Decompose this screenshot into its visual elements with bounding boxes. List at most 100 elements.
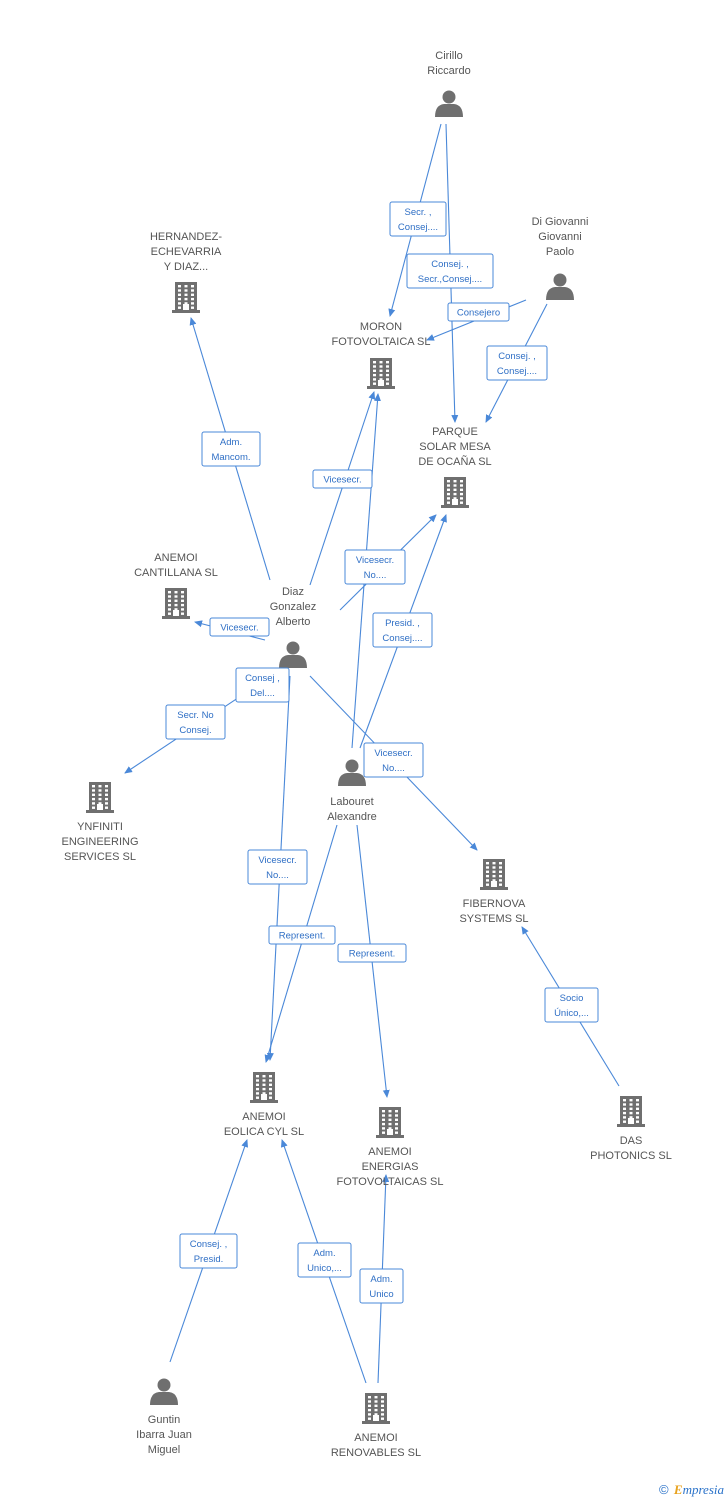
- edge-label-e14[interactable]: Represent.: [268, 925, 336, 945]
- edge-label-box: [235, 667, 290, 703]
- edge-label-box: [389, 201, 447, 237]
- edge-label-text: Presid.: [194, 1254, 224, 1265]
- edge-label-box: [344, 549, 406, 585]
- edge-label-box: [406, 253, 494, 289]
- edge-label-text: Secr. ,: [405, 207, 432, 218]
- node-label: FOTOVOLTAICAS SL: [337, 1176, 444, 1188]
- edge-label-e4[interactable]: Consej. ,Consej....: [486, 345, 548, 381]
- node-moron[interactable]: MORON FOTOVOLTAICA SL: [331, 321, 431, 389]
- edge-label-e16[interactable]: SocioÚnico,...: [544, 987, 599, 1023]
- person-icon: [338, 759, 366, 786]
- edge-label-text: Del....: [250, 688, 275, 699]
- node-label: Alberto: [276, 616, 311, 628]
- edge-label-box: [201, 431, 261, 467]
- node-label: CANTILLANA SL: [134, 567, 218, 579]
- copyright-symbol: ©: [658, 1482, 669, 1497]
- node-label: Miguel: [148, 1444, 180, 1456]
- edge-label-text: Adm.: [313, 1248, 335, 1259]
- edge-label-e15[interactable]: Represent.: [337, 943, 407, 963]
- edge-label-e19[interactable]: Adm.Unico: [359, 1268, 404, 1304]
- person-icon: [150, 1378, 178, 1405]
- edge-label-text: Unico,...: [307, 1263, 342, 1274]
- edge-label-e18[interactable]: Adm. Unico,...: [297, 1242, 352, 1278]
- edge-label-text: Consej....: [497, 366, 537, 377]
- edge-label-e2[interactable]: Consej. ,Secr.,Consej....: [406, 253, 494, 289]
- edge-label-e3[interactable]: Consejero: [447, 302, 510, 322]
- edge-label-e11[interactable]: Presid. ,Consej....: [372, 612, 433, 648]
- node-label: Cirillo: [435, 50, 463, 62]
- building-icon: [250, 1072, 278, 1103]
- edge-label-text: No....: [382, 763, 405, 774]
- footer-brand: © Empresia: [659, 1482, 724, 1498]
- node-label: ECHEVARRIA: [151, 246, 222, 258]
- edge-label-e6[interactable]: Vicesecr.: [312, 469, 373, 489]
- edge-label-text: Consej. ,: [190, 1239, 228, 1250]
- person-icon: [279, 641, 307, 668]
- edge-label-box: [337, 943, 407, 963]
- node-label: Di Giovanni: [532, 216, 589, 228]
- edge-label-box: [359, 1268, 404, 1304]
- node-label: Alexandre: [327, 811, 377, 823]
- edge-label-e12[interactable]: Vicesecr. No....: [363, 742, 424, 778]
- node-label: FOTOVOLTAICA SL: [331, 336, 430, 348]
- edge-label-text: Vicesecr.: [323, 475, 361, 486]
- edge-label-e17[interactable]: Consej. , Presid.: [179, 1233, 238, 1269]
- edge-label-box: [209, 617, 270, 637]
- person-icon: [546, 273, 574, 300]
- node-label: ENERGIAS: [362, 1161, 419, 1173]
- edge-label-text: No....: [266, 870, 289, 881]
- node-label: Paolo: [546, 246, 574, 258]
- building-icon: [362, 1393, 390, 1424]
- node-label: MORON: [360, 321, 402, 333]
- edge-label-box: [544, 987, 599, 1023]
- node-label: EOLICA CYL SL: [224, 1126, 304, 1138]
- edge-label-e13[interactable]: Vicesecr. No....: [247, 849, 308, 885]
- edge-label-text: Vicesecr.: [374, 748, 412, 759]
- node-label: DE OCAÑA SL: [418, 455, 491, 468]
- edge-label-box: [312, 469, 373, 489]
- node-label: Diaz: [282, 586, 304, 598]
- node-label: RENOVABLES SL: [331, 1447, 421, 1459]
- node-label: DAS: [620, 1135, 643, 1147]
- edge-label-box: [247, 849, 308, 885]
- edge-label-box: [268, 925, 336, 945]
- building-icon: [480, 859, 508, 890]
- edge-label-e5[interactable]: Adm.Mancom.: [201, 431, 261, 467]
- node-label: Giovanni: [538, 231, 581, 243]
- node-label: YNFINITI: [77, 821, 123, 833]
- edge-label-box: [363, 742, 424, 778]
- edge-label-e1[interactable]: Secr. ,Consej....: [389, 201, 447, 237]
- edge-label-box: [297, 1242, 352, 1278]
- node-das[interactable]: DAS PHOTONICS SL: [590, 1096, 672, 1162]
- edge-label-text: Secr. No: [177, 710, 213, 721]
- node-label: FIBERNOVA: [463, 898, 526, 910]
- edge-label-text: Vicesecr.: [258, 855, 296, 866]
- edge-label-e7[interactable]: Vicesecr.No....: [344, 549, 406, 585]
- person-icon: [435, 90, 463, 117]
- edge-label-text: Adm.: [370, 1274, 392, 1285]
- edge-label-e10[interactable]: Consej ,Del....: [235, 667, 290, 703]
- edge-label-e8[interactable]: Vicesecr.: [209, 617, 270, 637]
- brand-logo[interactable]: Empresia: [673, 1482, 724, 1497]
- edge-label-text: Represent.: [279, 931, 325, 942]
- edge-label-text: Vicesecr.: [220, 623, 258, 634]
- building-icon: [367, 358, 395, 389]
- edge-label-text: Consej. ,: [431, 259, 469, 270]
- edge-label-text: Represent.: [349, 949, 395, 960]
- node-label: PHOTONICS SL: [590, 1150, 672, 1162]
